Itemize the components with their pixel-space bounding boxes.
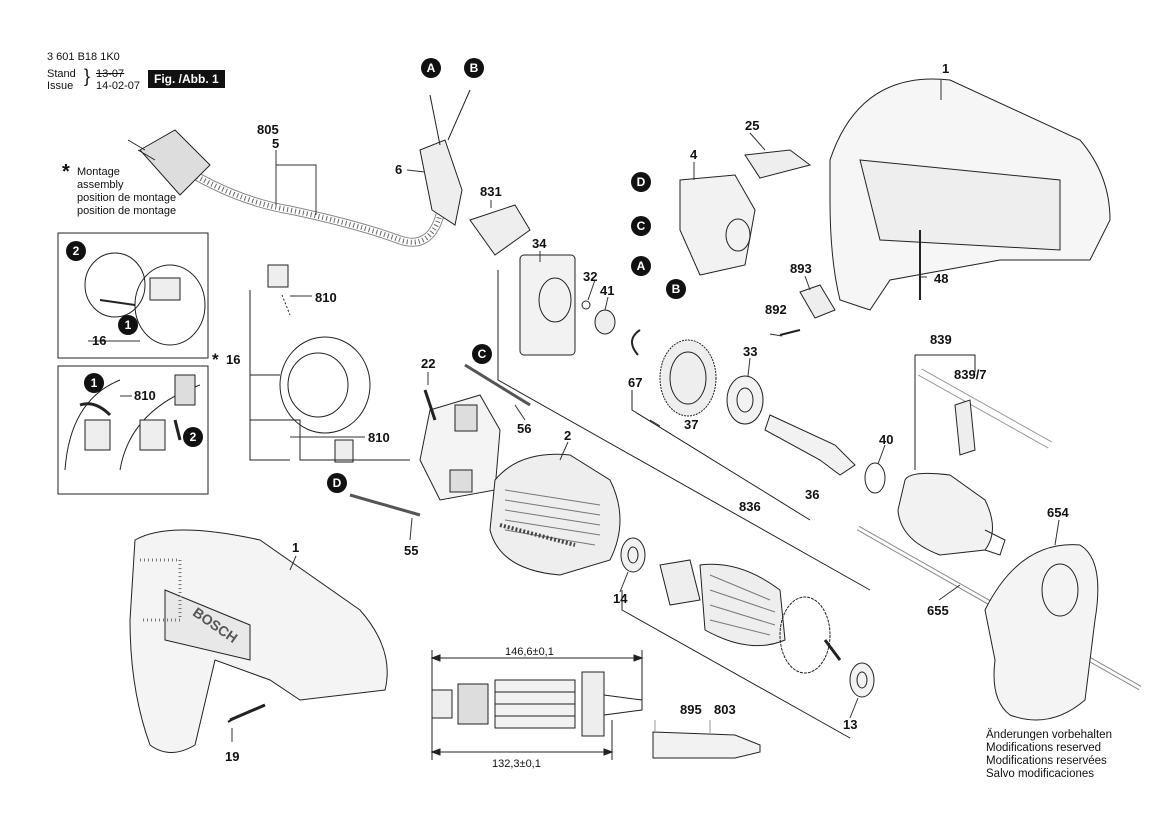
asterisk-mark: * (62, 161, 70, 183)
housing-half-drawing (829, 78, 1111, 311)
leader-lines (88, 80, 1060, 742)
part-label-810: 810 (368, 430, 390, 445)
armature-drawing (621, 559, 851, 739)
part-label-810: 810 (134, 388, 156, 403)
part-label-16: 16 (92, 333, 107, 348)
part-label-6: 6 (395, 162, 403, 177)
part-label-836: 836 (739, 499, 761, 514)
badge-step-1: 1 (118, 315, 138, 335)
brace-glyph: } (84, 66, 91, 86)
part-label-805: 805 (257, 122, 279, 137)
part-label-810: 810 (315, 290, 337, 305)
part-label-56: 56 (517, 421, 532, 436)
part-label-22: 22 (421, 356, 436, 371)
issue-label: Issue (47, 80, 74, 92)
part-label-893: 893 (790, 261, 812, 276)
asterisk-mark: * (212, 350, 219, 369)
badge-c: C (631, 216, 651, 236)
part-label-1: 1 (292, 540, 300, 555)
inset-bottom-drawing (64, 374, 201, 471)
part-label-1: 1 (942, 61, 950, 76)
part-label-48: 48 (934, 271, 949, 286)
note-line-1: Montage (77, 166, 120, 178)
part-label-37: 37 (684, 417, 699, 432)
badge-d: D (327, 473, 347, 493)
part-label-4: 4 (690, 147, 698, 162)
part-label-839-7: 839/7 (954, 367, 987, 382)
part-label-839: 839 (930, 332, 952, 347)
part-label-13: 13 (843, 717, 858, 732)
brush-holder-drawing (249, 264, 410, 463)
footer-line-fr: Modifications reservées (986, 755, 1107, 767)
part-label-654: 654 (1047, 505, 1069, 520)
drill-body-drawing (129, 529, 388, 753)
armature-dimension-drawing (430, 650, 644, 760)
badge-step-2: 2 (66, 241, 86, 261)
part-label-803: 803 (714, 702, 736, 717)
handle-drawing (856, 525, 1142, 721)
power-cord-drawing (127, 89, 471, 247)
part-label-34: 34 (532, 236, 547, 251)
note-line-4: position de montage (77, 205, 177, 217)
part-label-33: 33 (743, 344, 758, 359)
issue-date: 14-02-07 (96, 80, 141, 92)
part-label-36: 36 (805, 487, 820, 502)
part-label-55: 55 (404, 543, 419, 558)
switch-drawing (679, 174, 756, 276)
part-label-831: 831 (480, 184, 502, 199)
stand-date: 13-07 (96, 68, 125, 80)
figure-tag: Fig. /Abb. 1 (148, 70, 225, 88)
part-label-41: 41 (600, 283, 615, 298)
part-label-67: 67 (628, 375, 643, 390)
part-label-16: 16 (226, 352, 241, 367)
badge-c: C (472, 344, 492, 364)
dimension-core-length: 132,3±0,1 (492, 758, 541, 770)
part-label-32: 32 (583, 269, 598, 284)
note-line-3: position de montage (77, 192, 177, 204)
badge-a: A (421, 58, 441, 78)
part-label-14: 14 (613, 591, 628, 606)
footer-line-de: Änderungen vorbehalten (986, 729, 1112, 741)
badge-step-2: 2 (183, 427, 203, 447)
chuck-drawing (897, 354, 1052, 556)
stand-label: Stand (47, 68, 76, 80)
part-label-25: 25 (745, 118, 760, 133)
note-line-2: assembly (77, 179, 124, 191)
footer-line-en: Modifications reserved (986, 742, 1102, 754)
module-drawing (469, 204, 871, 591)
footer-line-es: Salvo modificaciones (986, 768, 1095, 780)
dimension-overall-length: 146,6±0,1 (505, 646, 554, 658)
part-label-655: 655 (927, 603, 949, 618)
inset-box-top (57, 232, 209, 359)
part-label-19: 19 (225, 749, 240, 764)
badge-step-1: 1 (84, 373, 104, 393)
part-label-895: 895 (680, 702, 702, 717)
part-label-892: 892 (765, 302, 787, 317)
badge-a: A (631, 256, 651, 276)
part-number: 3 601 B18 1K0 (47, 51, 120, 63)
badge-d: D (631, 172, 651, 192)
part-label-2: 2 (564, 428, 572, 443)
badge-b: B (666, 279, 686, 299)
part-label-40: 40 (879, 432, 894, 447)
inset-top-drawing (84, 252, 206, 346)
badge-b: B (464, 58, 484, 78)
stator-drawing (489, 453, 621, 576)
part-label-5: 5 (272, 136, 280, 151)
inset-box-bottom (57, 365, 209, 495)
